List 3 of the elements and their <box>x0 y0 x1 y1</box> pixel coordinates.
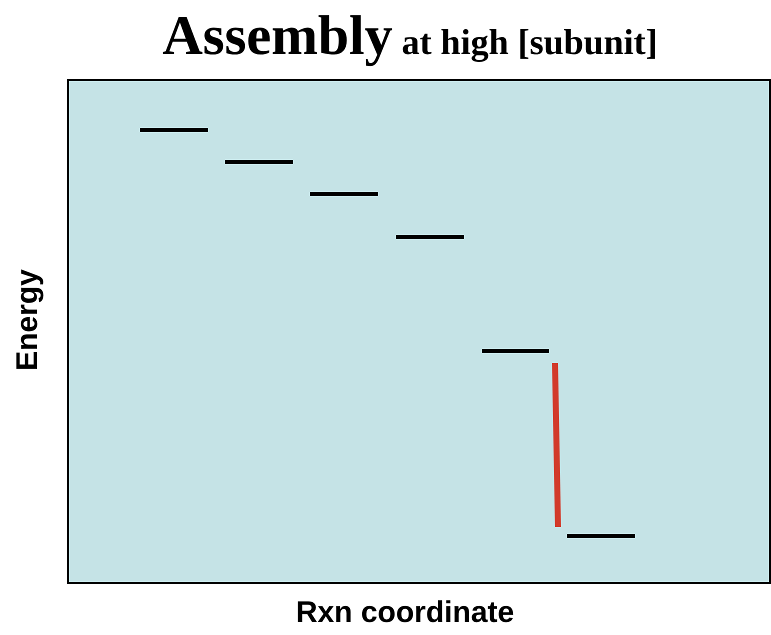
axis-label: Energy <box>11 268 45 373</box>
axis-label: Rxn coordinate <box>294 596 516 630</box>
title: Assembly at high [subunit] <box>161 4 659 68</box>
